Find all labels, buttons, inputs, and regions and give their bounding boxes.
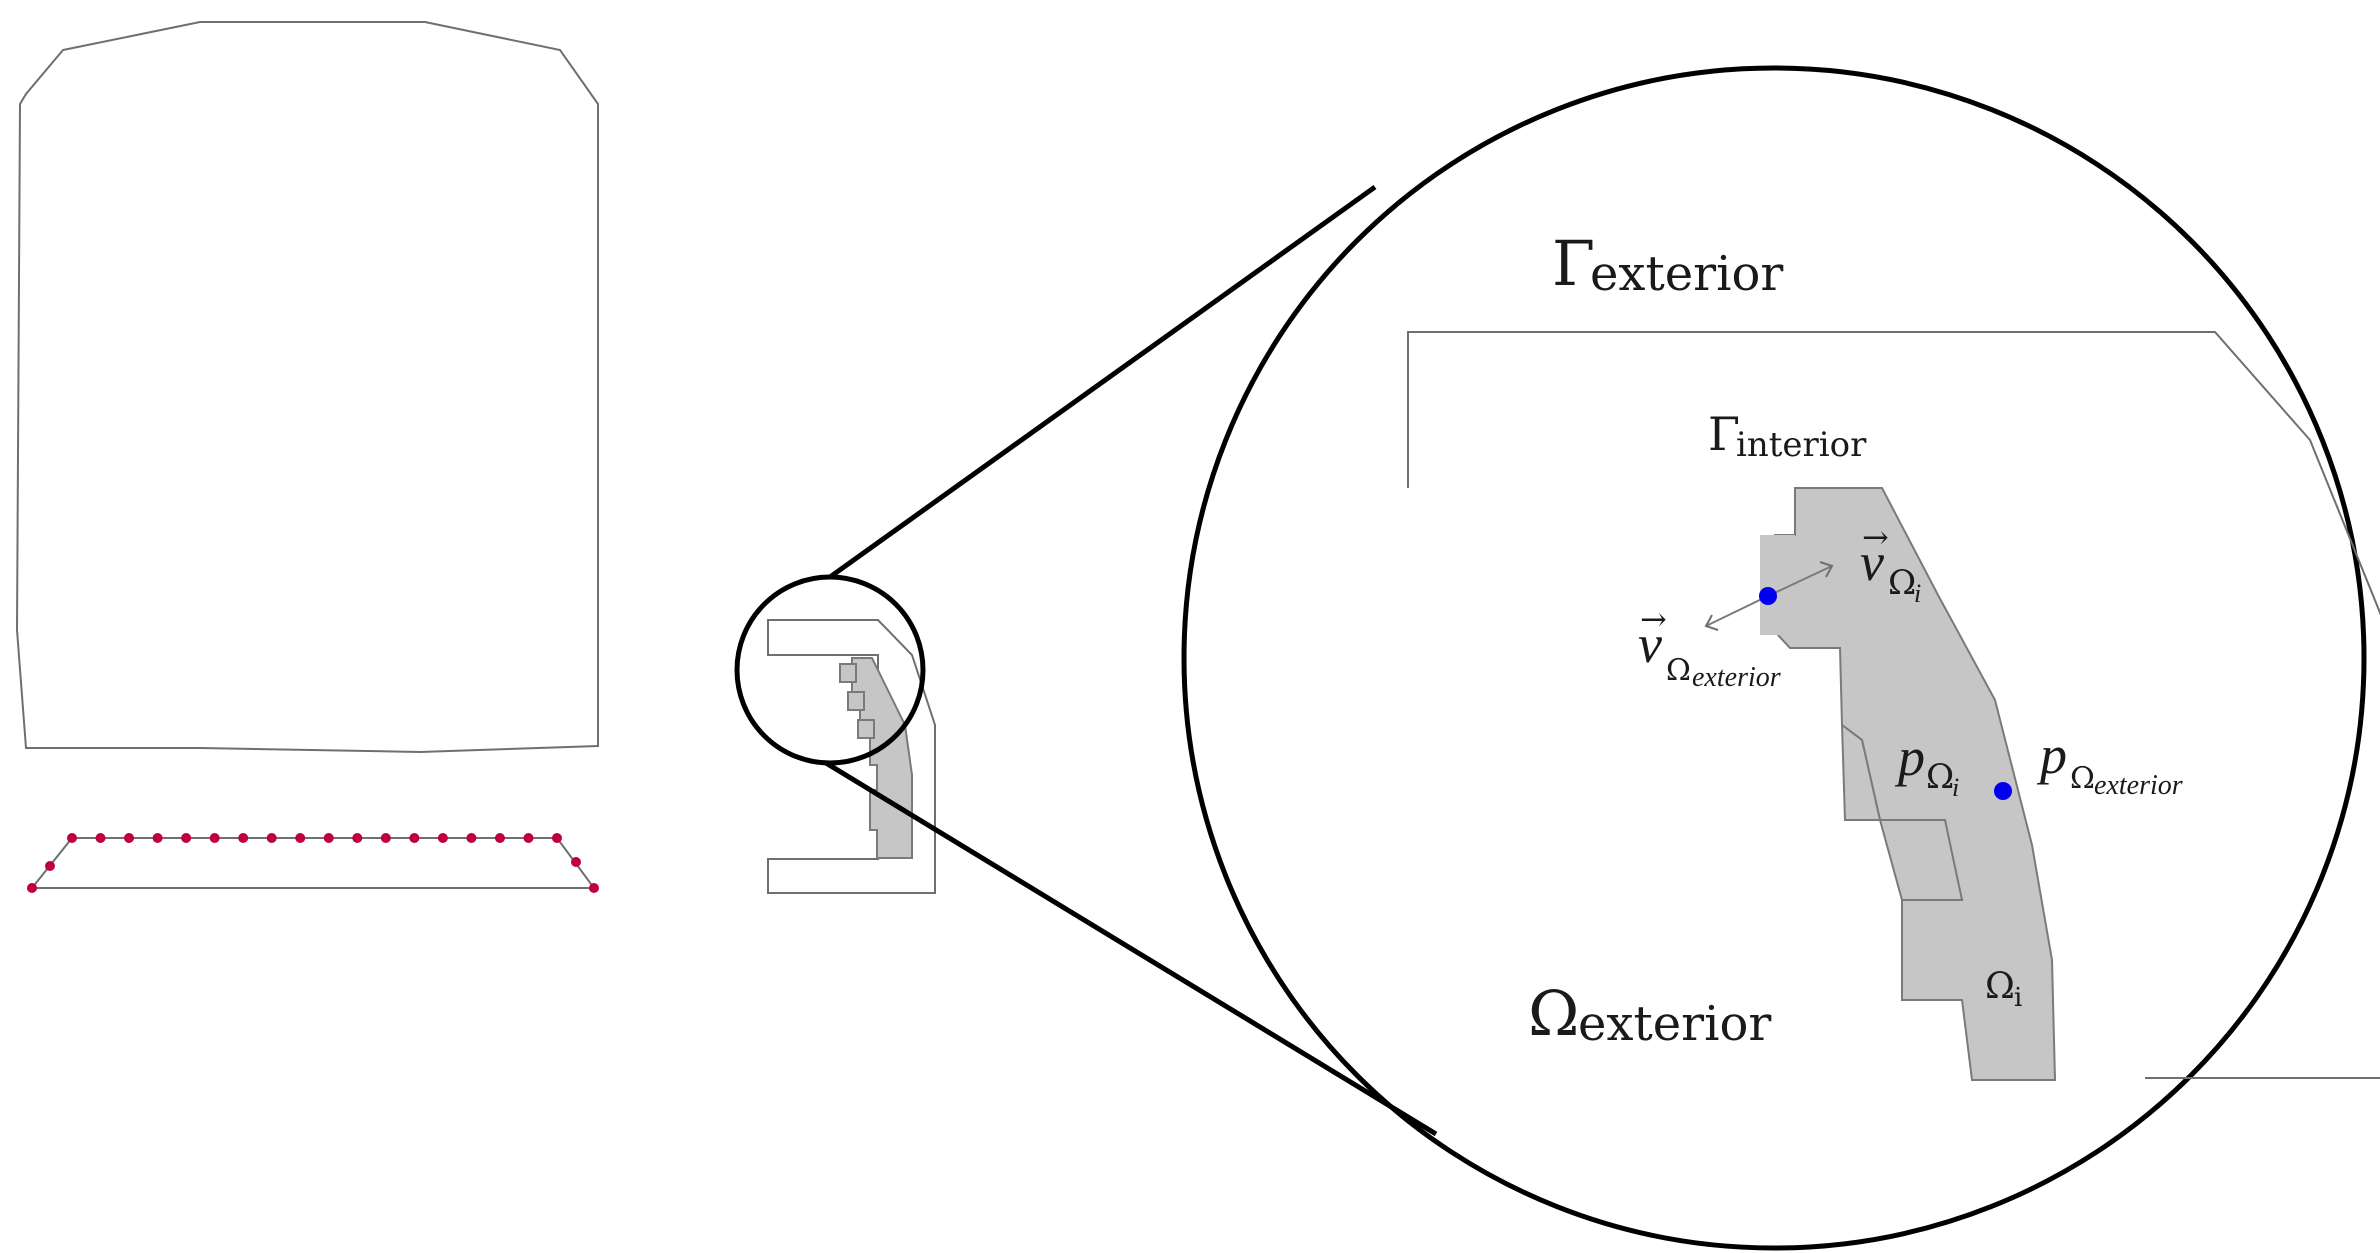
boundary-node: [437, 833, 448, 843]
boundary-node: [352, 833, 363, 843]
label-v-omega-exterior: → v Ω exterior: [1638, 600, 1781, 693]
boundary-node: [552, 833, 562, 843]
small-subdomain-notch-2: [847, 691, 865, 711]
boundary-node: [95, 833, 106, 843]
label-omega-i: Ω i: [1985, 966, 2022, 1013]
boundary-node: [494, 833, 505, 843]
boundary-point-vector-origin: [1759, 587, 1777, 605]
interior-boundary-outline: [1407, 331, 2380, 1079]
magnified-content: [1407, 331, 2380, 1081]
label-v-omega-i: → v Ω i: [1860, 518, 1921, 608]
subdomain-step-bottom: [1878, 819, 1964, 901]
boundary-node: [295, 833, 306, 843]
bottom-boundary-shape: [29, 837, 596, 889]
zoom-magnified-circle: [1181, 65, 2367, 1251]
p-omega-exterior-subscript: exterior: [2094, 770, 2183, 801]
omega-i-symbol: Ω: [1985, 966, 2015, 1007]
v-omega-exterior-omega: Ω: [1666, 653, 1691, 688]
boundary-node: [380, 833, 391, 843]
boundary-node: [238, 833, 249, 843]
p-omega-i-subscript: i: [1952, 773, 1959, 802]
v-omega-i-arrow: →: [1862, 518, 1889, 556]
boundary-node: [571, 857, 581, 867]
boundary-node: [45, 861, 55, 871]
v-omega-i-subscript: i: [1914, 579, 1921, 608]
boundary-node: [266, 833, 277, 843]
boundary-node: [124, 833, 135, 843]
gamma-interior-symbol: Γ: [1708, 407, 1740, 461]
label-gamma-interior: Γ interior: [1708, 407, 1867, 465]
omega-i-subscript: i: [2014, 983, 2022, 1013]
label-p-omega-exterior: p Ω exterior: [2036, 725, 2183, 801]
label-gamma-exterior: Γ exterior: [1552, 227, 1783, 302]
label-omega-exterior: Ω exterior: [1528, 977, 1771, 1052]
zoom-lens-small-circle: [734, 574, 926, 766]
boundary-node: [466, 833, 477, 843]
label-p-omega-i: p Ω i: [1894, 727, 1959, 802]
boundary-node: [67, 833, 77, 843]
omega-exterior-symbol: Ω: [1528, 977, 1579, 1050]
boundary-node: [27, 883, 37, 893]
normal-vector-inward-line: [1767, 565, 1833, 597]
outer-domain-shape: [15, 21, 599, 754]
v-omega-i-symbol: v: [1860, 532, 1884, 592]
p-omega-i-omega: Ω: [1926, 757, 1954, 797]
v-omega-i-omega: Ω: [1888, 563, 1916, 603]
small-subdomain-notch-3: [857, 719, 875, 739]
gamma-exterior-subscript: exterior: [1590, 246, 1783, 302]
boundary-node: [323, 833, 334, 843]
normal-vector-outward-line: [1705, 595, 1769, 627]
v-omega-exterior-symbol: v: [1638, 614, 1662, 674]
p-omega-exterior-symbol: p: [2036, 725, 2067, 785]
boundary-node: [181, 833, 192, 843]
gamma-exterior-symbol: Γ: [1552, 227, 1595, 300]
v-omega-exterior-subscript: exterior: [1692, 662, 1781, 693]
zoom-connector-top: [828, 184, 1377, 580]
subdomain-step-left: [1840, 722, 1882, 821]
normal-vector-outward-head: [1704, 614, 1719, 631]
boundary-node: [409, 833, 420, 843]
omega-exterior-subscript: exterior: [1578, 996, 1771, 1052]
boundary-node: [589, 883, 599, 893]
small-outer-domain: [767, 619, 936, 894]
bottom-boundary-nodes: [27, 833, 599, 893]
zoom-connector-bottom: [824, 760, 1438, 1137]
gamma-interior-subscript: interior: [1736, 425, 1867, 465]
normal-vector-inward-head: [1819, 561, 1834, 578]
p-omega-i-symbol: p: [1894, 727, 1925, 787]
p-omega-exterior-omega: Ω: [2070, 761, 2095, 796]
boundary-node: [209, 833, 220, 843]
v-omega-exterior-arrow: →: [1640, 600, 1667, 638]
boundary-node: [152, 833, 163, 843]
boundary-point-p: [1994, 782, 2012, 800]
small-subdomain-notch-1: [839, 663, 857, 683]
boundary-node: [523, 833, 534, 843]
